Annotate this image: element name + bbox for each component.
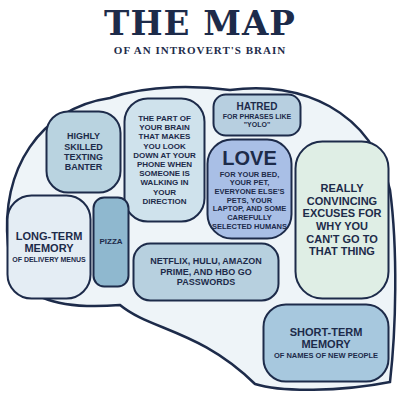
brain-region: HATREDFOR PHRASES LIKE "YOLO": [212, 93, 302, 137]
region-outline: [47, 112, 121, 193]
region-label: THE PART OF YOUR BRAIN THAT MAKES YOU LO…: [130, 114, 199, 206]
brain-outline-path: [7, 87, 395, 390]
region-note: FOR PHRASES LIKE "YOLO": [217, 113, 297, 129]
region-label: NETFLIX, HULU, AMAZON PRIME, AND HBO GO …: [140, 256, 272, 287]
brain-region: REALLY CONVINCING EXCUSES FOR WHY YOU CA…: [294, 140, 390, 300]
region-outline: [296, 142, 389, 299]
region-outline: [94, 198, 129, 287]
brain-region: HIGHLY SKILLED TEXTING BANTER: [45, 110, 122, 194]
brain-region: PIZZA: [92, 196, 130, 288]
region-outline: [214, 95, 301, 136]
region-label: HIGHLY SKILLED TEXTING BANTER: [52, 131, 115, 172]
region-content: HATREDFOR PHRASES LIKE "YOLO": [212, 93, 302, 137]
region-outline: [208, 140, 292, 239]
region-content: REALLY CONVINCING EXCUSES FOR WHY YOU CA…: [294, 140, 390, 300]
region-outline: [134, 244, 279, 301]
region-label: REALLY CONVINCING EXCUSES FOR WHY YOU CA…: [302, 182, 382, 258]
region-content: LONG-TERM MEMORYOF DELIVERY MENUS: [6, 194, 92, 300]
brain-region: LOVEFOR YOUR BED, YOUR PET, EVERYONE ELS…: [206, 138, 293, 240]
brain-region: SHORT-TERM MEMORYOF NAMES OF NEW PEOPLE: [262, 303, 390, 383]
region-content: PIZZA: [92, 196, 130, 288]
brain-region: THE PART OF YOUR BRAIN THAT MAKES YOU LO…: [123, 97, 206, 223]
region-label: LOVE: [222, 147, 276, 170]
region-content: LOVEFOR YOUR BED, YOUR PET, EVERYONE ELS…: [206, 138, 293, 240]
title: THE MAP: [0, 4, 400, 42]
region-content: NETFLIX, HULU, AMAZON PRIME, AND HBO GO …: [132, 242, 280, 302]
subtitle: OF AN INTROVERT'S BRAIN: [0, 44, 400, 56]
region-outline: [125, 99, 205, 222]
region-note: OF DELIVERY MENUS: [12, 256, 86, 264]
brain-region: NETFLIX, HULU, AMAZON PRIME, AND HBO GO …: [132, 242, 280, 302]
region-label: PIZZA: [99, 237, 122, 246]
region-label: SHORT-TERM MEMORY: [270, 326, 382, 351]
region-outline: [8, 196, 91, 299]
region-note: FOR YOUR BED, YOUR PET, EVERYONE ELSE'S …: [212, 171, 287, 231]
region-label: HATRED: [237, 101, 278, 113]
region-label: LONG-TERM MEMORY: [12, 230, 86, 255]
region-content: THE PART OF YOUR BRAIN THAT MAKES YOU LO…: [123, 97, 206, 223]
region-note: OF NAMES OF NEW PEOPLE: [274, 352, 378, 361]
region-content: HIGHLY SKILLED TEXTING BANTER: [45, 110, 122, 194]
region-content: SHORT-TERM MEMORYOF NAMES OF NEW PEOPLE: [262, 303, 390, 383]
region-outline: [264, 305, 389, 382]
brain-region: LONG-TERM MEMORYOF DELIVERY MENUS: [6, 194, 92, 300]
